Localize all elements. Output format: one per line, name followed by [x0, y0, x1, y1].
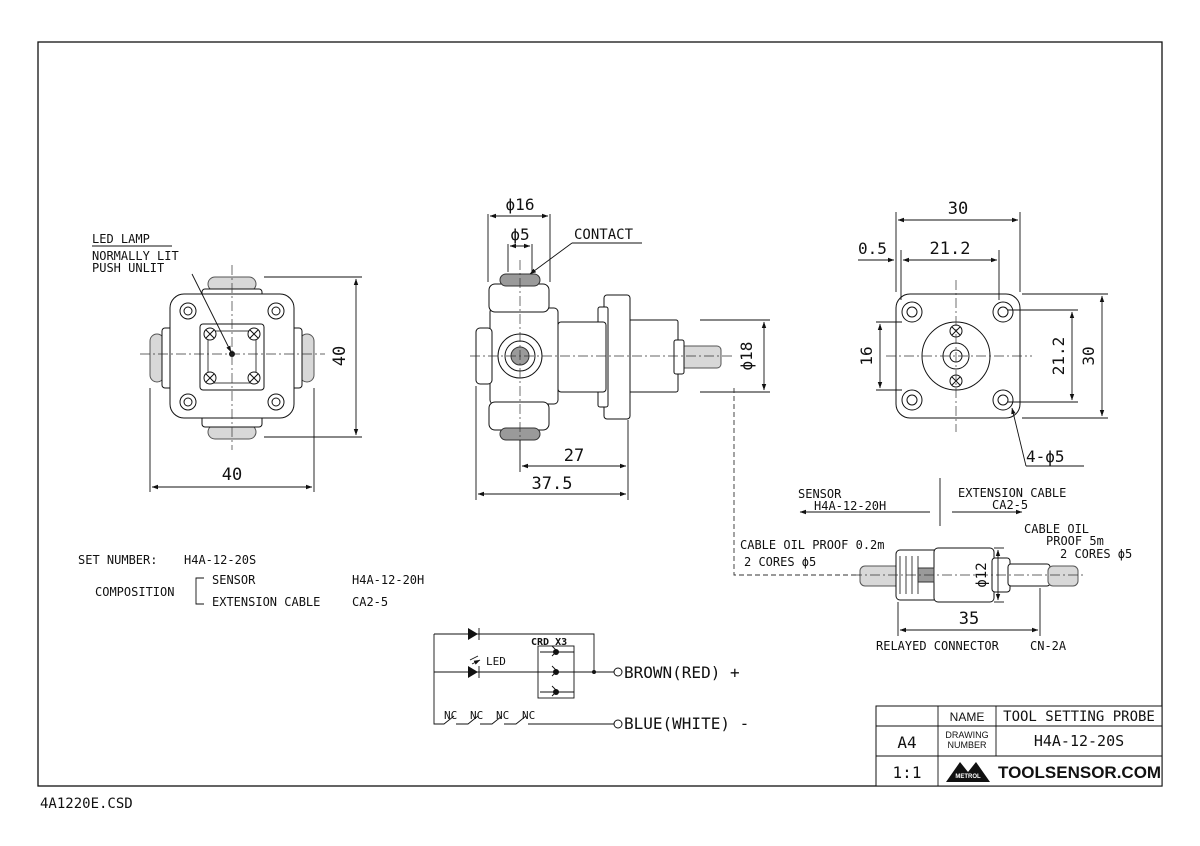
- oil-proof-left-1: CABLE OIL PROOF 0.2m: [740, 538, 885, 552]
- composition-sensor-label: SENSOR: [212, 573, 256, 587]
- composition-label: COMPOSITION: [95, 585, 174, 599]
- connector-model: CN-2A: [1030, 639, 1067, 653]
- connector-dim-35: 35: [959, 609, 979, 629]
- push-unlit-label: PUSH UNLIT: [92, 261, 164, 275]
- front-dimensions: [149, 276, 362, 492]
- nc-contact-1: NC: [444, 709, 457, 722]
- composition-sensor-model: H4A-12-20H: [352, 573, 424, 587]
- set-number-value: H4A-12-20S: [184, 553, 256, 567]
- normally-lit-label: NORMALLY LIT: [92, 249, 179, 263]
- cable-ext-label: EXTENSION CABLE: [958, 486, 1066, 500]
- title-drawing-label-1: DRAWING: [945, 730, 988, 740]
- flange-holes-label: 4-ϕ5: [1026, 447, 1065, 466]
- oil-proof-right-1: CABLE OIL: [1024, 522, 1089, 536]
- cable-sensor-label: SENSOR: [798, 487, 842, 501]
- cable-sensor-model: H4A-12-20H: [814, 499, 886, 513]
- flange-view: [858, 212, 1108, 467]
- composition-bracket: [195, 577, 204, 605]
- flange-dim-0-5: 0.5: [858, 239, 887, 258]
- nc-contact-2: NC: [470, 709, 483, 722]
- title-scale: 1:1: [893, 763, 922, 782]
- relayed-connector-label: RELAYED CONNECTOR: [876, 639, 1000, 653]
- brand-name: METROL: [955, 774, 981, 780]
- flange-dim-21-2-top: 21.2: [930, 239, 971, 259]
- title-paper-size: A4: [897, 733, 916, 752]
- flange-dim-30-top: 30: [948, 199, 968, 219]
- side-dim-37-5: 37.5: [532, 474, 573, 494]
- side-dim-27: 27: [564, 446, 584, 466]
- side-dim-phi16: ϕ16: [506, 195, 535, 214]
- front-dim-width: 40: [222, 465, 242, 485]
- composition-ext-label: EXTENSION CABLE: [212, 595, 320, 609]
- led-lamp-label: LED LAMP: [92, 232, 150, 246]
- cable-connector-view: [733, 388, 1086, 636]
- oil-proof-left-2: 2 CORES ϕ5: [744, 555, 816, 569]
- file-name: 4A1220E.CSD: [40, 796, 133, 812]
- nc-contact-3: NC: [496, 709, 509, 722]
- brown-wire-label: BROWN(RED) +: [624, 663, 740, 682]
- connector-dim-phi12: ϕ12: [974, 562, 990, 587]
- flange-dim-21-2-side: 21.2: [1049, 337, 1068, 376]
- metrol-logo-icon: [946, 762, 990, 782]
- nc-contact-4: NC: [522, 709, 535, 722]
- side-dim-phi5: ϕ5: [510, 225, 529, 244]
- set-number-label: SET NUMBER:: [78, 553, 157, 567]
- title-name-value: TOOL SETTING PROBE: [1003, 709, 1155, 725]
- flange-dim-16: 16: [857, 346, 876, 365]
- led-circuit-label: LED: [486, 655, 506, 668]
- title-name-label: NAME: [950, 710, 985, 724]
- side-dim-phi18: ϕ18: [737, 342, 756, 371]
- brand-website: TOOLSENSOR.COM: [998, 763, 1161, 782]
- title-drawing-label-2: NUMBER: [947, 740, 987, 750]
- blue-wire-label: BLUE(WHITE) -: [624, 714, 749, 733]
- oil-proof-right-3: 2 CORES ϕ5: [1060, 547, 1132, 561]
- drawing-border: [37, 41, 1163, 787]
- wiring-circuit: [433, 628, 623, 729]
- front-dim-height: 40: [330, 346, 350, 366]
- crd-label: CRD X3: [531, 637, 567, 648]
- title-block: [875, 705, 1163, 787]
- title-drawing-number: H4A-12-20S: [1034, 732, 1124, 750]
- composition-ext-model: CA2-5: [352, 595, 388, 609]
- flange-dim-30-side: 30: [1079, 346, 1098, 365]
- cable-ext-model: CA2-5: [992, 498, 1028, 512]
- contact-label: CONTACT: [574, 227, 634, 243]
- front-view: [92, 245, 325, 450]
- side-view: [470, 213, 770, 500]
- oil-proof-right-2: PROOF 5m: [1046, 534, 1104, 548]
